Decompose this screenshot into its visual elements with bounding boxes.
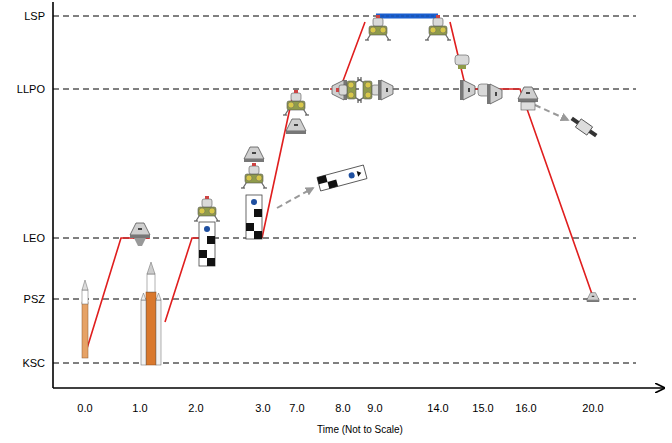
tick-label: 7.0	[288, 402, 305, 414]
level-label: LEO	[22, 232, 46, 244]
level-label: LLPO	[16, 83, 46, 95]
tick-label: 1.0	[131, 402, 148, 414]
tick-label: 14.0	[426, 402, 449, 414]
level-label: PSZ	[23, 293, 46, 305]
tick-label: 2.0	[187, 402, 204, 414]
level-label: KSC	[21, 357, 46, 369]
tick-label: 15.0	[471, 402, 494, 414]
tick-label: 0.0	[76, 402, 93, 414]
axis-title: Time (Not to Scale)	[316, 424, 404, 435]
tick-label: 20.0	[581, 402, 604, 414]
tick-label: 9.0	[366, 402, 383, 414]
tick-label: 16.0	[514, 402, 537, 414]
tick-label: 8.0	[334, 402, 351, 414]
tick-label: 3.0	[254, 402, 271, 414]
level-label: LSP	[23, 10, 46, 22]
